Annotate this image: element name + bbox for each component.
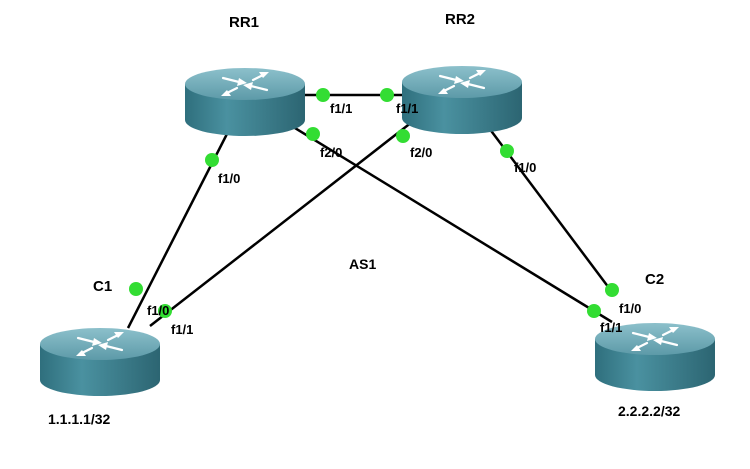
port-rr1-f1-0 [205, 153, 219, 167]
port-rr2-f1-1 [380, 88, 394, 102]
port-rr2-f1-0 [500, 144, 514, 158]
c1-loopback-label: 1.1.1.1/32 [48, 411, 110, 427]
if-label-c1-f1-1: f1/1 [171, 322, 193, 337]
if-label-c1-f1-0: f1/0 [147, 303, 169, 318]
if-label-rr1-f2-0: f2/0 [320, 145, 342, 160]
router-c1[interactable] [38, 326, 162, 398]
port-c2-f1-0 [605, 283, 619, 297]
if-label-rr2-f1-0: f1/0 [514, 160, 536, 175]
if-label-c2-f1-0: f1/0 [619, 301, 641, 316]
port-rr1-f2-0 [306, 127, 320, 141]
as-label: AS1 [349, 256, 376, 272]
link-rr1-c2 [289, 123, 613, 324]
link-rr2-c1 [149, 121, 413, 327]
if-label-c2-f1-1: f1/1 [600, 320, 622, 335]
if-label-rr1-f1-1: f1/1 [330, 101, 352, 116]
port-c1-f1-0 [129, 282, 143, 296]
port-dots [129, 88, 619, 318]
port-rr1-f1-1 [316, 88, 330, 102]
rr1-label: RR1 [229, 14, 259, 31]
if-label-rr1-f1-0: f1/0 [218, 171, 240, 186]
if-label-rr2-f2-0: f2/0 [410, 145, 432, 160]
port-c2-f1-1 [587, 304, 601, 318]
c2-label: C2 [645, 271, 664, 288]
router-rr2[interactable] [400, 64, 524, 136]
router-rr1[interactable] [183, 66, 307, 138]
c2-loopback-label: 2.2.2.2/32 [618, 403, 680, 419]
rr2-label: RR2 [445, 11, 475, 28]
port-c1-f1-1 [158, 304, 172, 318]
port-rr2-f2-0 [396, 129, 410, 143]
c1-label: C1 [93, 278, 112, 295]
if-label-rr2-f1-1: f1/1 [396, 101, 418, 116]
